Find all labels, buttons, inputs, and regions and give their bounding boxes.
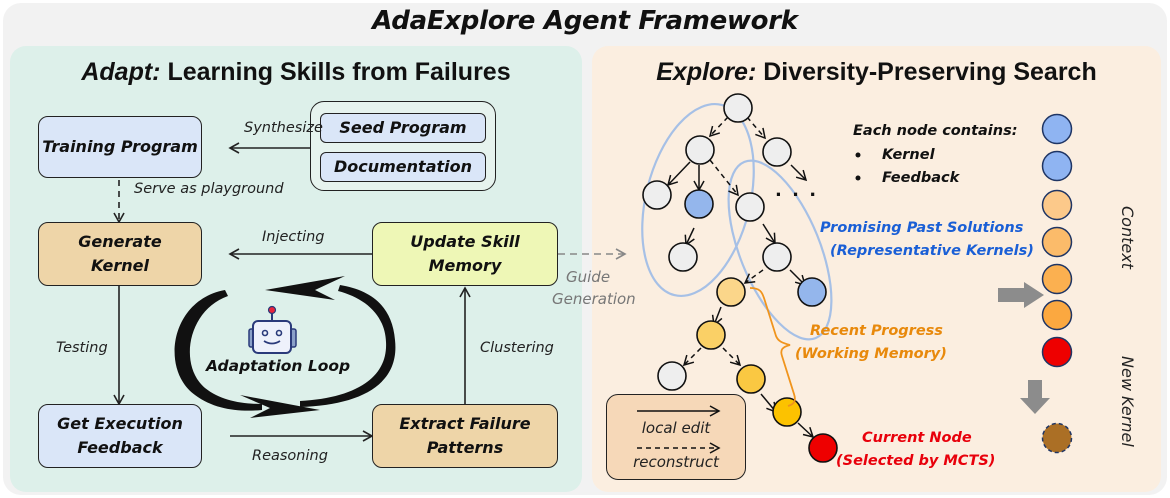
promising-label-line1: Promising Past Solutions bbox=[820, 220, 1024, 236]
legend-reconstruct: reconstruct bbox=[633, 453, 719, 471]
serve-as-playground-label: Serve as playground bbox=[134, 181, 284, 197]
new-kernel-label: New Kernel bbox=[1118, 356, 1137, 447]
context-node-blue bbox=[1041, 150, 1073, 182]
tree-node-root bbox=[723, 93, 753, 123]
legend-arrows bbox=[637, 405, 721, 454]
new-kernel-node bbox=[1041, 422, 1073, 454]
seed-program-label: Seed Program bbox=[339, 118, 467, 137]
context-node-orange bbox=[1041, 299, 1073, 331]
tree-node-promising bbox=[684, 189, 714, 219]
extract-failure-patterns-label: Extract Failure Patterns bbox=[399, 414, 531, 457]
extract-failure-patterns-box: Extract Failure Patterns bbox=[372, 404, 558, 468]
injecting-label: Injecting bbox=[262, 229, 325, 245]
generation-label: Generation bbox=[552, 290, 636, 308]
clustering-label: Clustering bbox=[480, 340, 554, 356]
promising-label-line2: (Representative Kernels) bbox=[830, 243, 1034, 259]
to-context-arrow bbox=[998, 282, 1044, 308]
tree-edge bbox=[682, 347, 702, 367]
documentation-label: Documentation bbox=[333, 157, 473, 176]
tree-node-recent bbox=[772, 397, 802, 427]
adaptation-loop-arrows bbox=[174, 276, 396, 418]
tree-node bbox=[642, 180, 672, 210]
tree-node-recent bbox=[696, 320, 726, 350]
explore-panel-title: Explore: Diversity-Preserving Search bbox=[592, 58, 1161, 87]
synthesize-label: Synthesize bbox=[244, 120, 323, 136]
get-execution-feedback-box: Get Execution Feedback bbox=[38, 404, 202, 468]
tree-node-current bbox=[808, 433, 838, 463]
tree-edge bbox=[684, 227, 695, 247]
context-node-orange bbox=[1041, 263, 1073, 295]
explore-title-rest: Diversity-Preserving Search bbox=[756, 58, 1097, 86]
context-node-light-orange bbox=[1041, 189, 1073, 221]
recent-progress-brace bbox=[749, 287, 796, 407]
tree-node bbox=[668, 242, 698, 272]
node-info-title: Each node contains: bbox=[853, 123, 1018, 139]
legend-local-edit: local edit bbox=[641, 419, 711, 437]
tree-node bbox=[762, 137, 792, 167]
framework-title: AdaExplore Agent Framework bbox=[372, 6, 798, 36]
promising-group-2 bbox=[727, 159, 833, 341]
generate-kernel-label: Generate Kernel bbox=[78, 232, 162, 275]
tree-edge bbox=[722, 347, 742, 367]
update-skill-memory-label: Update Skill Memory bbox=[410, 232, 520, 275]
context-label: Context bbox=[1118, 206, 1137, 269]
training-program-box: Training Program bbox=[38, 116, 202, 178]
adapt-panel-title: Adapt: Learning Skills from Failures bbox=[10, 58, 582, 87]
tree-node bbox=[657, 361, 687, 391]
adapt-title-rest: Learning Skills from Failures bbox=[160, 58, 511, 86]
training-program-label: Training Program bbox=[42, 137, 198, 156]
tree-node bbox=[735, 192, 765, 222]
generate-kernel-box: Generate Kernel bbox=[38, 222, 202, 286]
adapt-title-emph: Adapt: bbox=[81, 58, 161, 86]
bullet-icon bbox=[855, 175, 861, 181]
to-new-kernel-arrow bbox=[1020, 380, 1050, 414]
edge-legend: local edit reconstruct bbox=[606, 394, 746, 480]
tree-node-recent bbox=[716, 277, 746, 307]
recent-label-line2: (Working Memory) bbox=[795, 346, 947, 362]
robot-icon bbox=[248, 305, 297, 354]
update-skill-memory-box: Update Skill Memory bbox=[372, 222, 558, 286]
seed-program-box: Seed Program bbox=[320, 113, 486, 143]
tree-edge bbox=[790, 164, 808, 182]
tree-edge bbox=[743, 269, 764, 284]
testing-label: Testing bbox=[56, 340, 108, 356]
tree-node-recent bbox=[736, 364, 766, 394]
tree-edge bbox=[797, 422, 815, 439]
explore-title-emph: Explore: bbox=[656, 58, 757, 86]
current-label-line2: (Selected by MCTS) bbox=[836, 453, 996, 469]
tree-node-promising bbox=[797, 277, 827, 307]
guide-label: Guide bbox=[566, 268, 611, 286]
tree-edge bbox=[708, 116, 729, 138]
recent-label-line1: Recent Progress bbox=[810, 323, 943, 339]
context-node-light-orange bbox=[1041, 226, 1073, 258]
tree-node bbox=[762, 242, 792, 272]
tree-edge bbox=[762, 223, 776, 245]
tree-node bbox=[685, 135, 715, 165]
tree-edge bbox=[746, 116, 767, 140]
context-node-red bbox=[1041, 336, 1073, 368]
get-execution-feedback-label: Get Execution Feedback bbox=[57, 414, 183, 457]
node-info-item-kernel: Kernel bbox=[882, 147, 935, 163]
documentation-box: Documentation bbox=[320, 152, 486, 182]
context-node-blue bbox=[1041, 113, 1073, 145]
adaptation-loop-label: Adaptation Loop bbox=[206, 357, 351, 375]
bullet-icon bbox=[855, 152, 861, 158]
current-label-line1: Current Node bbox=[862, 430, 972, 446]
tree-edge bbox=[709, 159, 739, 197]
tree-edge bbox=[666, 161, 691, 187]
node-info-item-feedback: Feedback bbox=[882, 170, 960, 186]
reasoning-label: Reasoning bbox=[252, 448, 328, 464]
tree-ellipsis: . . . bbox=[775, 180, 819, 201]
